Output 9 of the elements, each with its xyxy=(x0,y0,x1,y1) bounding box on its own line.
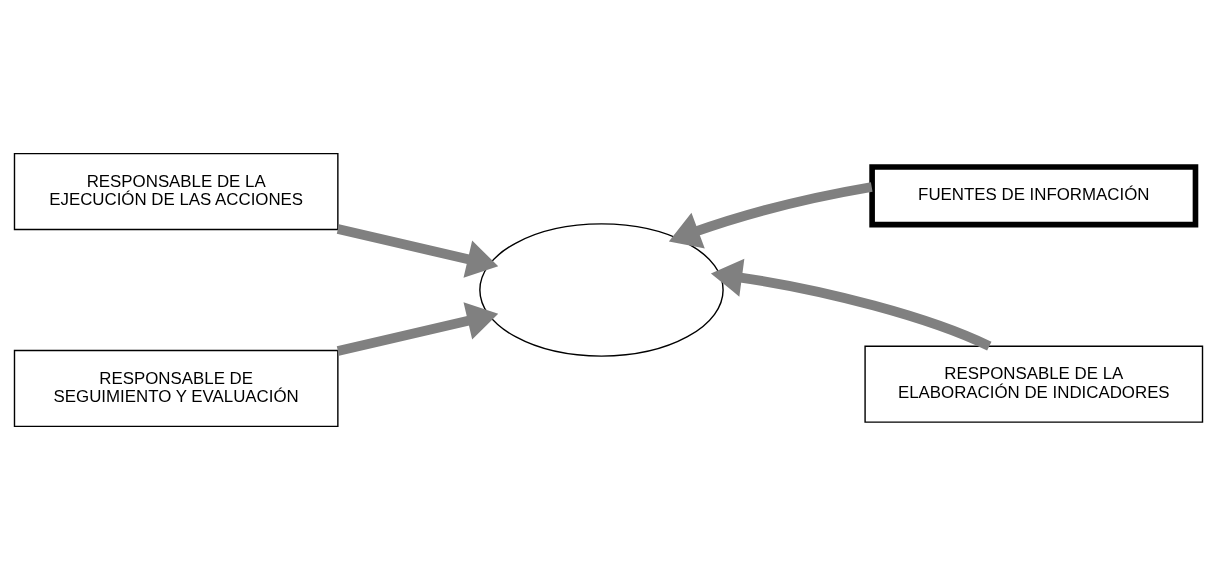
arrow xyxy=(710,258,992,351)
node-box: FUENTES DE INFORMACIÓN xyxy=(869,164,1199,228)
node-box: RESPONSABLE DE LA ELABORACIÓN DE INDICADORES xyxy=(864,345,1204,423)
arrow xyxy=(336,224,499,278)
arrow xyxy=(668,182,873,249)
node-box: RESPONSABLE DE LA EJECUCIÓN DE LAS ACCIONES xyxy=(13,152,339,231)
arrow xyxy=(336,302,499,356)
node-box: RESPONSABLE DE SEGUIMIENTO Y EVALUACIÓN xyxy=(13,349,339,428)
node-ellipse xyxy=(479,223,724,357)
